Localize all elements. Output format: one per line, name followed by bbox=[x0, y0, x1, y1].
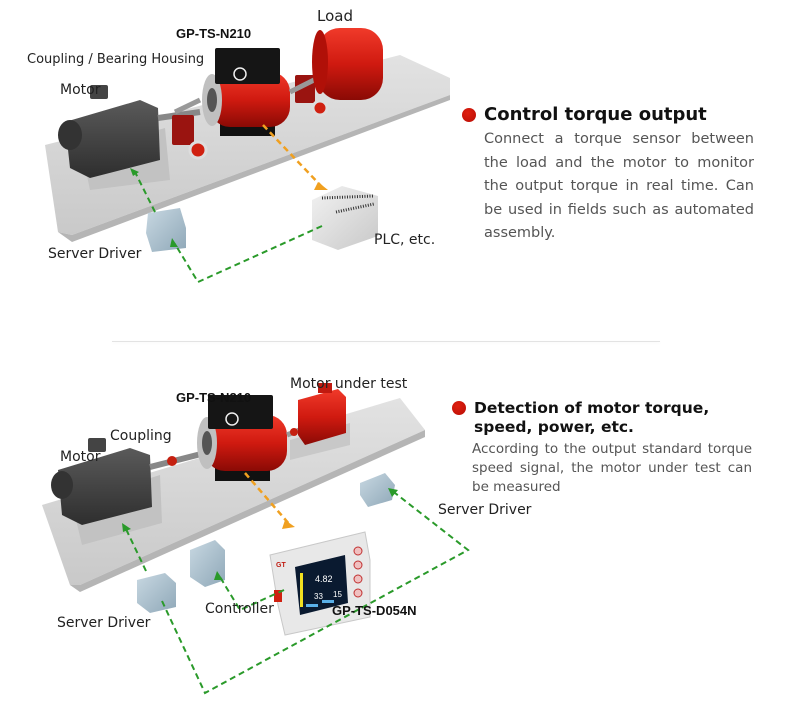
motor-under-test-graphic bbox=[290, 383, 350, 460]
bullet-icon bbox=[462, 108, 476, 122]
display-unit-graphic: GT 4.82 33 15 bbox=[269, 531, 371, 636]
description-block-2: Detection of motor torque, speed, power,… bbox=[452, 399, 752, 497]
label-server-driver: Server Driver bbox=[48, 246, 142, 262]
torque-sensor-graphic bbox=[197, 395, 313, 481]
diagram-motor-detection: GT 4.82 33 15 bbox=[42, 383, 470, 695]
section-body: According to the output standard torque … bbox=[472, 441, 752, 495]
motor-detection-section: GT 4.82 33 15 Motor under test GP-TS-N21… bbox=[0, 345, 800, 714]
control-line-driver-motor bbox=[134, 171, 156, 213]
server-driver-right-graphic bbox=[360, 473, 395, 507]
label-coupling: Coupling bbox=[110, 428, 172, 444]
control-line-plc-driver bbox=[174, 225, 323, 284]
label-motor: Motor bbox=[60, 449, 101, 465]
label-server-driver-right: Server Driver bbox=[438, 502, 532, 518]
label-display-model: GP-TS-D054N bbox=[332, 603, 417, 618]
plc-graphic bbox=[312, 186, 378, 250]
control-line-loop bbox=[161, 492, 470, 695]
label-load: Load bbox=[317, 7, 353, 25]
bearing-housing-left bbox=[172, 115, 194, 145]
signal-arrow bbox=[262, 124, 324, 189]
control-line-driver-motor bbox=[125, 528, 147, 572]
server-driver-graphic bbox=[146, 208, 186, 252]
diagram-control-torque bbox=[45, 28, 450, 284]
label-plc: PLC, etc. bbox=[374, 232, 436, 248]
display-speed-value: 33 bbox=[314, 592, 323, 601]
section-divider bbox=[112, 341, 660, 342]
label-server-driver-left: Server Driver bbox=[57, 615, 151, 631]
signal-arrow bbox=[244, 472, 291, 526]
label-sensor-model: GP-TS-N210 bbox=[176, 26, 252, 41]
bullet-icon bbox=[452, 401, 466, 415]
control-torque-section: Load GP-TS-N210 Coupling / Bearing Housi… bbox=[0, 0, 800, 330]
label-sensor-model: GP-TS-N210 bbox=[176, 390, 252, 405]
description-block-1: Control torque output Connect a torque s… bbox=[462, 104, 754, 246]
section-title: Detection of motor torque, speed, power,… bbox=[474, 399, 710, 436]
server-driver-left-graphic bbox=[137, 573, 176, 613]
motor-graphic bbox=[51, 438, 206, 525]
section-title: Control torque output bbox=[484, 104, 707, 125]
label-motor: Motor bbox=[60, 82, 101, 98]
display-power-value: 15 bbox=[333, 590, 342, 599]
label-coupling-bearing: Coupling / Bearing Housing bbox=[27, 52, 205, 67]
label-motor-under-test: Motor under test bbox=[290, 376, 408, 392]
label-controller: Controller bbox=[205, 601, 274, 617]
display-brand: GT bbox=[276, 562, 286, 569]
load-graphic bbox=[312, 28, 383, 100]
section-body: Connect a torque sensor between the load… bbox=[484, 131, 754, 241]
control-line-display-controller bbox=[219, 576, 285, 612]
display-torque-value: 4.82 bbox=[315, 574, 333, 584]
